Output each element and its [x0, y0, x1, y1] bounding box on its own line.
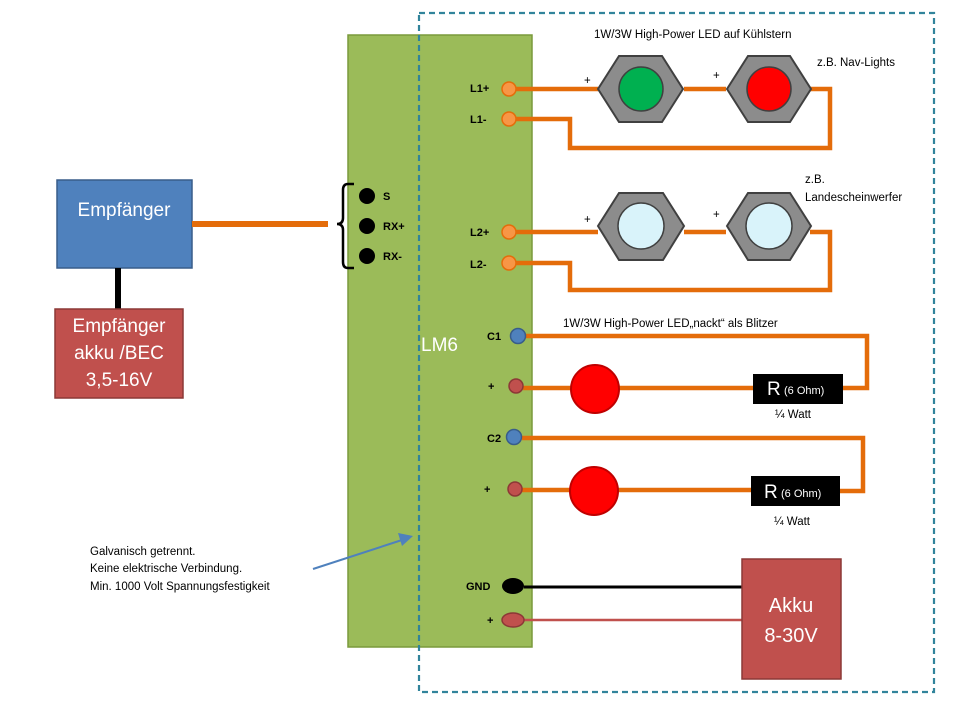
pin-c2-plus — [507, 481, 523, 497]
pin-l1-plus — [501, 81, 517, 97]
header-pin-rx-plus — [359, 218, 375, 234]
note-landing-2: Landescheinwerfer — [805, 192, 902, 204]
pin-l2-plus — [501, 224, 517, 240]
pin-battery-plus — [501, 612, 525, 628]
pin-label-c1: C1 — [487, 331, 501, 343]
pin-label-battery-plus: + — [487, 615, 493, 627]
header-pin-rx-minus — [359, 248, 375, 264]
receiver-box — [56, 179, 193, 269]
header-pin-s — [359, 188, 375, 204]
polarity-plus-1: + — [584, 75, 591, 87]
pin-label-gnd: GND — [466, 581, 491, 593]
led-l2-white-1 — [596, 192, 686, 261]
pin-label-l2-minus: L2- — [470, 259, 487, 271]
note-nav-lights: z.B. Nav-Lights — [817, 57, 895, 69]
pin-c1 — [509, 327, 527, 345]
header-pin-label-rx-plus: RX+ — [383, 221, 405, 233]
resistor-1-power: ¼ Watt — [775, 409, 812, 421]
lm6-label: LM6 — [421, 335, 458, 356]
battery-box — [741, 558, 842, 680]
note-top-title: 1W/3W High-Power LED auf Kühlstern — [594, 29, 792, 41]
resistor-1 — [753, 374, 843, 404]
note-galvanic-2: Keine elektrische Verbindung. — [90, 563, 242, 575]
c1-wire — [525, 333, 870, 391]
pin-c2 — [505, 428, 523, 446]
note-strobe-title: 1W/3W High-Power LED„nackt“ als Blitzer — [563, 318, 778, 330]
pin-label-c2-plus: + — [484, 484, 490, 496]
battery-line-1: Akku — [769, 595, 813, 617]
receiver-battery-line-3: 3,5-16V — [86, 370, 153, 391]
resistor-2-label: R — [764, 482, 778, 503]
polarity-plus-2: + — [713, 70, 720, 82]
receiver-label: Empfänger — [78, 200, 172, 221]
pin-label-l1-minus: L1- — [470, 114, 487, 126]
resistor-2-power: ¼ Watt — [774, 516, 811, 528]
isolation-boundary — [417, 11, 936, 694]
c2-wire — [522, 435, 866, 494]
polarity-plus-3: + — [584, 214, 591, 226]
resistor-1-label: R — [767, 379, 781, 400]
led-l1-green — [596, 55, 685, 123]
led-l1-red — [725, 55, 813, 123]
header-pin-label-s: S — [383, 191, 390, 203]
receiver-battery-line-2: akku /BEC — [74, 343, 164, 364]
galvanic-arrow — [312, 539, 403, 570]
l2-return-wire — [516, 229, 833, 293]
pin-label-c2: C2 — [487, 433, 501, 445]
pin-label-l1-plus: L1+ — [470, 83, 489, 95]
pin-label-l2-plus: L2+ — [470, 227, 489, 239]
lm6-module — [347, 34, 533, 648]
resistor-2-value: (6 Ohm) — [781, 488, 821, 500]
galvanic-arrow-head — [398, 533, 413, 546]
note-galvanic-3: Min. 1000 Volt Spannungsfestigkeit — [90, 581, 270, 593]
receiver-battery-line-1: Empfänger — [73, 316, 167, 337]
pin-gnd — [502, 578, 524, 594]
polarity-plus-4: + — [713, 209, 720, 221]
battery-line-2: 8-30V — [764, 625, 818, 647]
resistor-1-value: (6 Ohm) — [784, 385, 824, 397]
receiver-battery-box — [54, 308, 184, 399]
pin-l1-minus — [501, 111, 517, 127]
header-bracket — [336, 182, 354, 270]
pin-label-c1-plus: + — [488, 381, 494, 393]
led-strobe-1 — [570, 364, 620, 414]
l1-return-wire — [516, 86, 833, 151]
pin-l2-minus — [501, 255, 517, 271]
pin-c1-plus — [508, 378, 524, 394]
led-strobe-2 — [569, 466, 619, 516]
led-l2-white-2 — [725, 192, 813, 261]
header-pin-label-rx-minus: RX- — [383, 251, 402, 263]
note-landing-1: z.B. — [805, 174, 825, 186]
resistor-2 — [751, 476, 840, 506]
note-galvanic-1: Galvanisch getrennt. — [90, 546, 195, 558]
